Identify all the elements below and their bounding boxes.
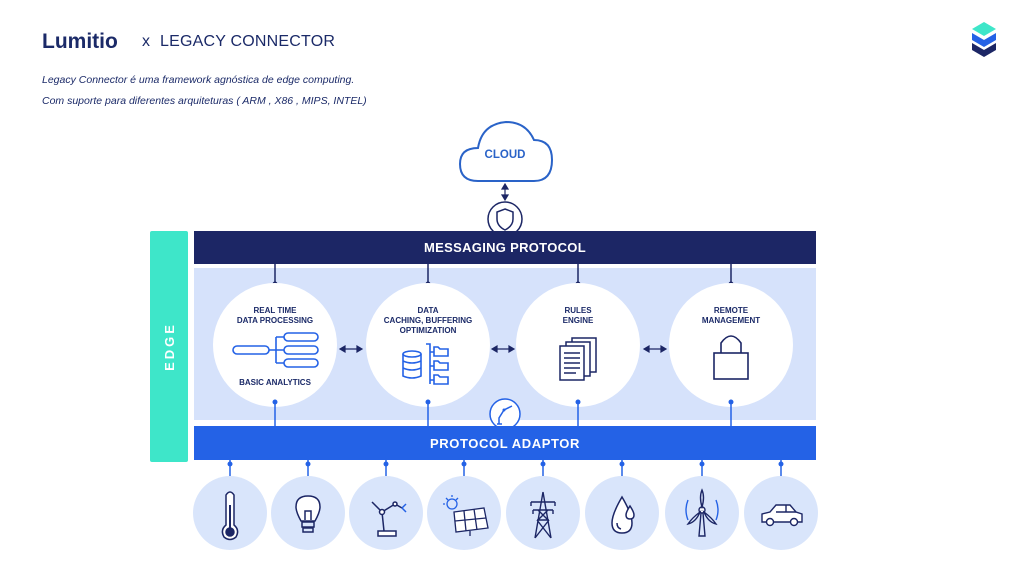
power-tower-icon	[530, 491, 556, 539]
device-connectors	[229, 460, 782, 476]
cloud-icon	[458, 120, 554, 182]
car-icon	[761, 504, 803, 527]
thermometer-icon	[221, 491, 239, 541]
wind-turbine-icon	[685, 488, 719, 537]
page-title: LEGACY CONNECTOR	[160, 33, 336, 50]
database-folder-icon	[402, 343, 449, 385]
module-circles	[213, 283, 793, 407]
document-stack-icon	[559, 337, 597, 381]
padlock-icon	[713, 335, 749, 380]
robot-arm-badge-icon	[489, 398, 521, 430]
description-line-2: Com suporte para diferentes arquiteturas…	[42, 95, 367, 107]
module-realtime-footer: BASIC ANALYTICS	[239, 378, 311, 387]
cloud-link-arrow	[500, 182, 510, 202]
robot-arm-icon	[371, 501, 407, 537]
cloud-label: CLOUD	[484, 149, 526, 161]
brand-separator: x	[142, 33, 150, 50]
light-bulb-icon	[295, 495, 321, 533]
module-realtime-label: REAL TIME DATA PROCESSING	[236, 306, 314, 325]
device-circles	[193, 476, 818, 550]
lumitio-logo-icon	[971, 22, 997, 63]
protocol-adaptor-bar: PROTOCOL ADAPTOR	[194, 426, 816, 460]
module-remote-label: REMOTE MANAGEMENT	[701, 306, 761, 325]
brand-name: Lumitio	[42, 30, 118, 53]
messaging-connectors	[274, 264, 732, 284]
pipeline-icon	[232, 332, 319, 368]
edge-bar	[150, 231, 188, 462]
module-rules-label: RULES ENGINE	[562, 306, 594, 325]
module-links	[338, 344, 668, 354]
solar-panel-icon	[443, 495, 489, 536]
water-drop-icon	[611, 495, 635, 534]
description-line-1: Legacy Connector é uma framework agnósti…	[42, 74, 355, 86]
adaptor-connectors	[274, 402, 732, 426]
module-caching-label: DATA CACHING, BUFFERING OPTIMIZATION	[383, 306, 473, 335]
messaging-protocol-bar: MESSAGING PROTOCOL	[194, 231, 816, 264]
